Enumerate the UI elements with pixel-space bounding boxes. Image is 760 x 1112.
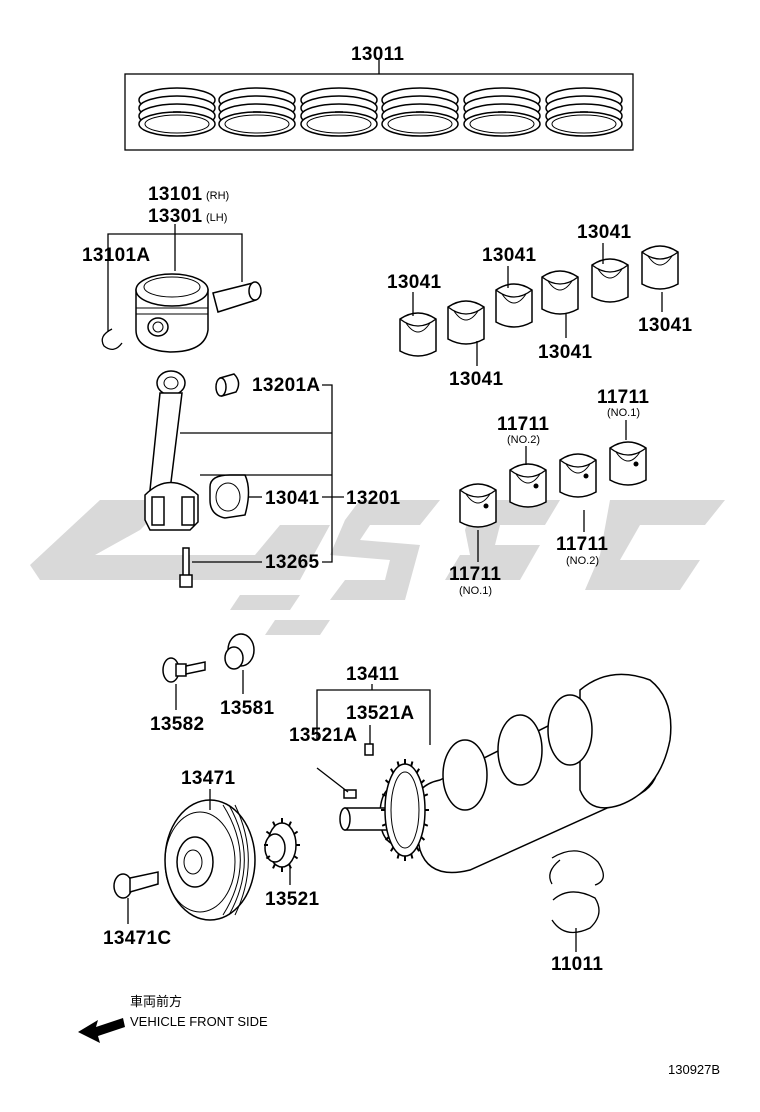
direction-label-jp: 車両前方 xyxy=(130,994,182,1009)
bearing-11711-3 xyxy=(559,453,597,498)
bearing-13041-3 xyxy=(495,283,533,328)
label-13471: 13471 xyxy=(181,768,235,789)
label-11711-b: 11711 xyxy=(497,414,549,435)
diagram-code: 130927B xyxy=(668,1062,720,1077)
label-13041-2: 13041 xyxy=(482,245,536,266)
label-13471c: 13471C xyxy=(103,928,171,949)
label-11711-a: 11711 xyxy=(449,564,501,585)
piston-ring-set xyxy=(124,73,634,151)
label-13041-3: 13041 xyxy=(577,222,631,243)
crank-bearings-13041 xyxy=(399,245,679,357)
watermark-logo xyxy=(30,500,725,635)
label-13041-4: 13041 xyxy=(449,369,503,390)
piston xyxy=(135,273,209,353)
label-11711-d: 11711 xyxy=(597,387,649,408)
rod-bolt xyxy=(179,547,193,588)
label-13411: 13411 xyxy=(346,664,399,685)
bearing-11711-1 xyxy=(459,483,497,528)
label-11711-b-sub: (NO.2) xyxy=(507,434,540,446)
rod-bushing xyxy=(215,373,240,397)
label-11011: 11011 xyxy=(551,954,603,975)
label-13582: 13582 xyxy=(150,714,204,735)
ring-set-6 xyxy=(545,87,623,137)
bearing-13041-4 xyxy=(541,270,579,315)
pulley-bolt xyxy=(113,871,159,899)
front-direction-arrow-icon xyxy=(78,1018,125,1043)
main-bearings-11711 xyxy=(459,441,647,528)
label-11711-a-sub: (NO.1) xyxy=(459,585,492,597)
bearing-13041-1 xyxy=(399,312,437,357)
label-13265: 13265 xyxy=(265,552,319,573)
label-13521: 13521 xyxy=(265,889,319,910)
crank-pulley xyxy=(164,799,256,921)
crank-sprocket xyxy=(264,818,300,872)
crank-keys xyxy=(343,743,374,799)
snap-ring xyxy=(101,328,123,350)
camshaft-bolt xyxy=(162,657,206,683)
label-13201: 13201 xyxy=(346,488,400,509)
label-13101: 13101 xyxy=(148,184,202,205)
label-13301-lh: (LH) xyxy=(206,212,227,224)
label-13101a: 13101A xyxy=(82,245,150,266)
label-11711-c: 11711 xyxy=(556,534,608,555)
bearing-13041-5 xyxy=(591,258,629,303)
direction-label-en: VEHICLE FRONT SIDE xyxy=(130,1014,268,1029)
label-13301: 13301 xyxy=(148,206,202,227)
ring-set-2 xyxy=(218,87,296,137)
bearing-13041-2 xyxy=(447,300,485,345)
label-11711-c-sub: (NO.2) xyxy=(566,555,599,567)
camshaft-washer xyxy=(224,633,255,670)
label-13011: 13011 xyxy=(351,44,404,65)
bearing-11711-2 xyxy=(509,463,547,508)
bearing-11711-4 xyxy=(609,441,647,486)
connecting-rod xyxy=(144,370,199,531)
label-13201a: 13201A xyxy=(252,375,320,396)
label-13521a-1: 13521A xyxy=(289,725,357,746)
ring-set-4 xyxy=(381,87,459,137)
label-13521a-2: 13521A xyxy=(346,703,414,724)
thrust-washers xyxy=(549,850,604,934)
label-13041-1: 13041 xyxy=(387,272,441,293)
crank-timing-gear xyxy=(381,759,429,861)
label-13041-rod: 13041 xyxy=(265,488,319,509)
label-13041-6: 13041 xyxy=(638,315,692,336)
rod-bearing xyxy=(209,474,250,519)
label-13101-rh: (RH) xyxy=(206,190,229,202)
ring-set-3 xyxy=(300,87,378,137)
crankshaft xyxy=(339,673,672,874)
label-13581: 13581 xyxy=(220,698,274,719)
bearing-13041-6 xyxy=(641,245,679,290)
label-13041-5: 13041 xyxy=(538,342,592,363)
ring-set-5 xyxy=(463,87,541,137)
ring-set-1 xyxy=(138,87,216,137)
label-11711-d-sub: (NO.1) xyxy=(607,407,640,419)
piston-pin xyxy=(212,281,262,313)
